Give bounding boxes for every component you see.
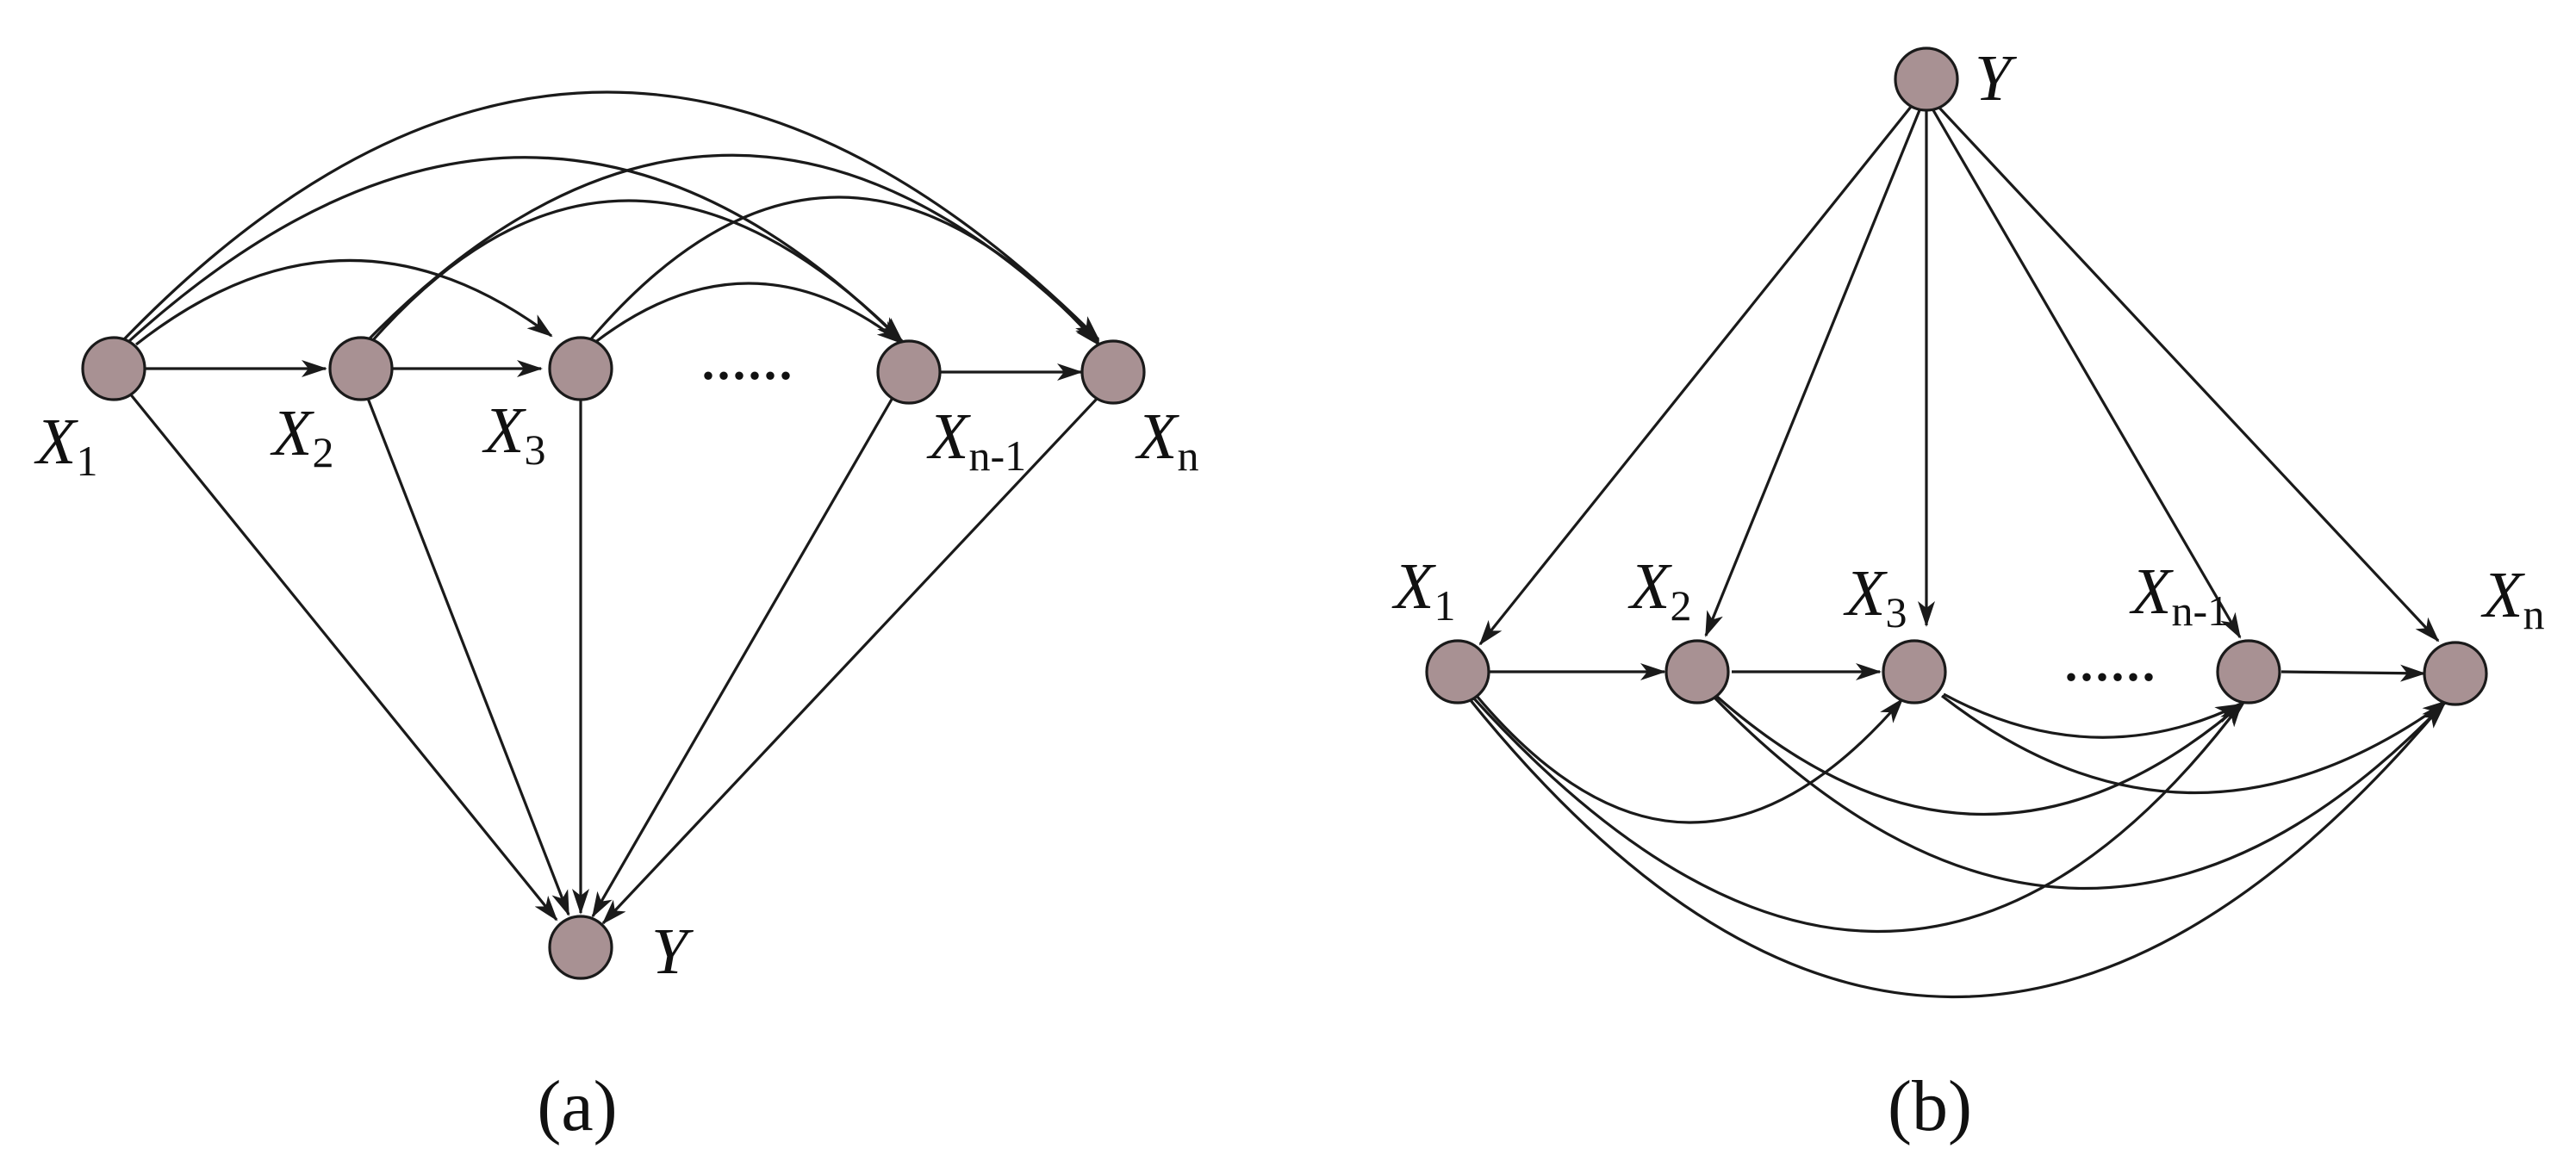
label-a-x3: X3: [482, 394, 545, 474]
edge-a-x1-xn1: [128, 156, 902, 343]
label-b-xn1: Xn-1: [2129, 555, 2229, 635]
label-a-x2: X2: [270, 397, 333, 476]
edge-a-x1-y: [128, 391, 558, 922]
label-b-x2: X2: [1627, 550, 1691, 630]
edge-a-x3-xn1: [594, 282, 903, 344]
label-a-xn: Xn: [1135, 400, 1198, 480]
edge-b-y-x2: [1704, 109, 1921, 637]
diagram-a-nodes: [81, 336, 1146, 980]
label-b-y: Y: [1975, 42, 2018, 115]
diagram-a-edges: [122, 90, 1100, 925]
edge-b-x3-xn: [1941, 694, 2448, 795]
edge-b-y-x1: [1478, 105, 1913, 646]
diagram-a: X1 X2 X3 ...... Xn-1 Xn Y (a): [34, 90, 1198, 1146]
ellipsis-b: ......: [2063, 620, 2156, 696]
caption-a: (a): [537, 1066, 617, 1146]
node-b-xn1: [2216, 639, 2281, 704]
edge-a-x2-xn1: [370, 199, 904, 343]
edge-b-x1-xn: [1468, 698, 2444, 999]
label-a-x1: X1: [34, 406, 97, 485]
label-b-x1: X1: [1391, 550, 1455, 630]
edge-b-x2-xn1: [1714, 694, 2247, 816]
edge-a-x1-x3: [135, 258, 553, 346]
node-b-x2: [1664, 639, 1730, 704]
edge-a-xn1-y: [591, 397, 894, 918]
node-b-x1: [1425, 639, 1490, 704]
node-a-x2: [328, 336, 394, 401]
edge-b-x2-xn: [1713, 696, 2447, 891]
edge-b-y-xn: [1937, 105, 2440, 642]
edge-a-x3-xn: [588, 196, 1100, 346]
edge-a-x2-y: [365, 395, 570, 916]
edge-b-x3-xn1: [1943, 692, 2242, 739]
diagram-b: Y X1 X2 X3 ...... Xn-1 Xn (b): [1391, 42, 2544, 1146]
node-a-x3: [548, 336, 613, 401]
diagram-b-nodes: [1425, 47, 2488, 706]
label-a-y: Y: [651, 915, 694, 988]
label-b-x3: X3: [1843, 557, 1907, 636]
edge-a-xn-y: [601, 396, 1099, 925]
diagram-b-edges: [1468, 105, 2448, 999]
diagram-a-labels: X1 X2 X3 ...... Xn-1 Xn Y: [34, 319, 1198, 988]
node-a-y: [548, 915, 613, 980]
edge-b-x1-x3: [1475, 694, 1904, 824]
node-a-xn1: [876, 339, 942, 405]
node-b-y: [1894, 47, 1959, 112]
node-b-x3: [1882, 639, 1947, 704]
diagram-b-labels: Y X1 X2 X3 ...... Xn-1 Xn: [1391, 42, 2544, 696]
caption-b: (b): [1888, 1066, 1972, 1146]
ellipsis-a: ......: [700, 319, 793, 394]
label-a-xn1: Xn-1: [926, 400, 1026, 480]
node-a-xn: [1080, 339, 1146, 405]
node-a-x1: [81, 336, 146, 401]
edge-b-xn1-xn: [2280, 664, 2426, 682]
edge-b-x1-xn1: [1472, 696, 2243, 934]
edge-b-y-xn1: [1932, 109, 2242, 639]
node-b-xn: [2423, 641, 2488, 706]
edge-a-x1-xn: [122, 90, 1100, 341]
label-b-xn: Xn: [2480, 559, 2544, 638]
